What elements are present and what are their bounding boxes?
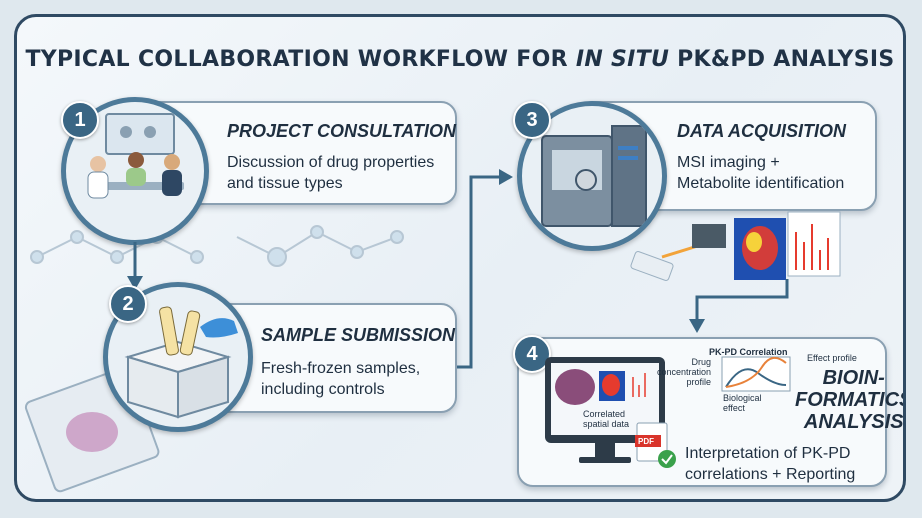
mass-spectrometer-icon xyxy=(541,125,647,227)
step-2-circle xyxy=(103,282,253,432)
step-1-body: Discussion of drug properties and tissue… xyxy=(227,154,435,192)
arrow-down-left-icon xyxy=(689,279,789,333)
step-4-body: Interpretation of PK-PD correlations + R… xyxy=(685,445,856,483)
step-1-heading: PROJECT CONSULTATION xyxy=(227,121,456,141)
step-3-circle xyxy=(517,101,667,251)
step-3-badge: 3 xyxy=(513,101,551,139)
step-3-body: MSI imaging + Metabolite identification xyxy=(677,154,845,192)
step-2-body: Fresh-frozen samples, including controls xyxy=(261,360,421,398)
arrow-down-icon xyxy=(127,242,143,290)
step-1-circle xyxy=(61,97,209,245)
sample-box-icon xyxy=(124,306,238,419)
effect-profile-label: Effect profile xyxy=(807,353,857,363)
step-2-badge: 2 xyxy=(109,285,147,323)
spatial-data-label: Correlated spatial data xyxy=(583,409,630,429)
meeting-icon xyxy=(87,113,184,199)
computer-icon xyxy=(545,357,665,463)
step-4-badge: 4 xyxy=(513,335,551,373)
step-1-badge: 1 xyxy=(61,101,99,139)
correlation-label: PK-PD Correlation xyxy=(709,347,788,357)
workflow-frame: TYPICAL COLLABORATION WORKFLOW FOR IN SI… xyxy=(14,14,906,502)
msi-heatmap-icon xyxy=(630,211,841,281)
pdf-icon xyxy=(635,422,676,468)
pk-pd-curve-icon xyxy=(721,356,791,392)
biological-effect-label: Biological effect xyxy=(723,393,762,413)
step-2-heading: SAMPLE SUBMISSION xyxy=(261,325,456,345)
arrow-up-right-icon xyxy=(457,169,513,369)
step-3-heading: DATA ACQUISITION xyxy=(677,121,846,141)
pdf-label: PDF xyxy=(638,437,654,446)
drug-profile-label: Drug concentration profile xyxy=(657,357,712,387)
page-title: TYPICAL COLLABORATION WORKFLOW FOR IN SI… xyxy=(25,47,895,72)
step-4-heading: BIOIN- FORMATICS ANALYSIS xyxy=(795,367,906,433)
